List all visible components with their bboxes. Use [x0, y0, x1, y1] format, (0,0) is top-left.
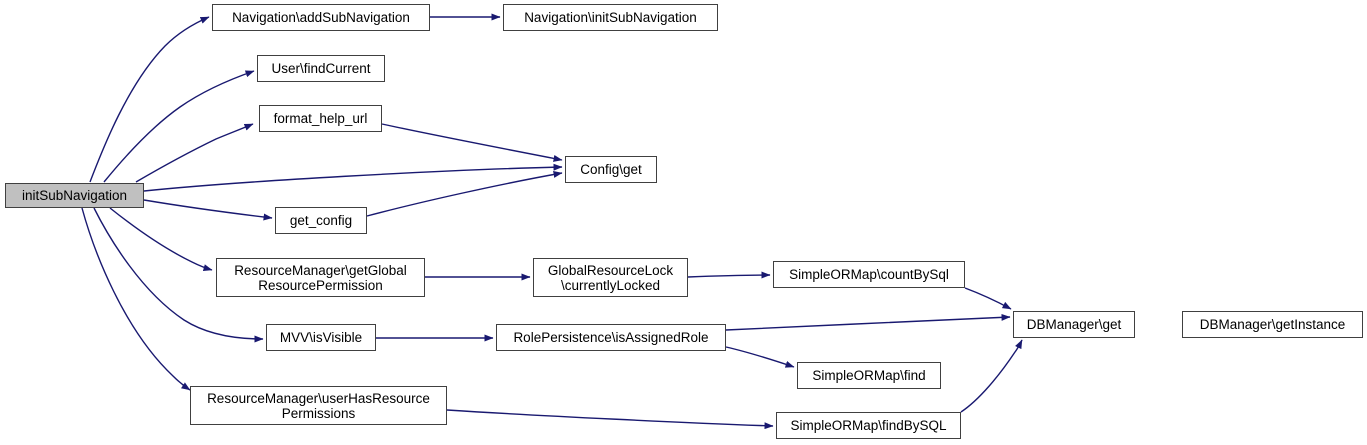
edge-isAssignedRole-to-find	[725, 346, 795, 368]
graph-node-formatHelpUrl[interactable]: format_help_url	[259, 105, 382, 132]
graph-node-addSubNavigation[interactable]: Navigation\addSubNavigation	[212, 4, 430, 31]
graph-node-label: Navigation\initSubNavigation	[524, 10, 697, 25]
graph-node-label: MVV\isVisible	[279, 330, 363, 345]
edge-countBySql-to-dbManagerGet	[964, 287, 1012, 310]
graph-node-currentlyLocked[interactable]: GlobalResourceLock \currentlyLocked	[533, 258, 688, 297]
edge-initSubNavigation-to-configGet	[143, 163, 563, 192]
graph-node-label: ResourceManager\userHasResource Permissi…	[207, 390, 430, 421]
edge-initSubNavigation-to-getGlobalResourcePermission	[109, 207, 213, 272]
graph-node-label: get_config	[289, 213, 353, 228]
edge-isAssignedRole-to-dbManagerGet	[725, 313, 1011, 331]
graph-node-userHasResourcePermissions[interactable]: ResourceManager\userHasResource Permissi…	[190, 386, 447, 425]
edge-initSubNavigation-to-addSubNavigation	[89, 16, 210, 183]
graph-node-label: User\findCurrent	[271, 61, 371, 76]
graph-node-isVisible[interactable]: MVV\isVisible	[266, 324, 376, 351]
edge-initSubNavigation-to-formatHelpUrl	[135, 123, 254, 183]
graph-node-label: Config\get	[580, 162, 642, 177]
graph-node-label: initSubNavigation	[21, 188, 128, 203]
graph-node-label: SimpleORMap\find	[812, 368, 926, 383]
edge-currentlyLocked-to-countBySql	[687, 271, 771, 279]
graph-node-label: DBManager\getInstance	[1199, 317, 1346, 332]
graph-node-label: SimpleORMap\findBySQL	[790, 418, 947, 433]
edge-userHasResourcePermissions-to-findBySQL	[446, 409, 774, 430]
graph-node-isAssignedRole[interactable]: RolePersistence\isAssignedRole	[496, 324, 726, 351]
graph-node-label: GlobalResourceLock \currentlyLocked	[547, 262, 674, 293]
edge-initSubNavigation-to-userHasResourcePermissions	[81, 207, 191, 391]
graph-node-countBySql[interactable]: SimpleORMap\countBySql	[773, 261, 965, 288]
graph-node-label: DBManager\get	[1026, 317, 1122, 332]
graph-node-label: format_help_url	[273, 111, 368, 126]
graph-node-label: ResourceManager\getGlobal ResourcePermis…	[234, 262, 407, 293]
edge-getConfig-to-configGet	[366, 171, 563, 217]
graph-node-initSubNavigation[interactable]: initSubNavigation	[5, 183, 144, 208]
graph-node-label: SimpleORMap\countBySql	[789, 267, 949, 282]
edge-initSubNavigation-to-getConfig	[143, 199, 273, 221]
graph-node-getGlobalResourcePermission[interactable]: ResourceManager\getGlobal ResourcePermis…	[216, 258, 425, 297]
edge-formatHelpUrl-to-configGet	[381, 123, 563, 162]
graph-node-label: RolePersistence\isAssignedRole	[513, 330, 709, 345]
graph-node-find[interactable]: SimpleORMap\find	[797, 362, 941, 389]
graph-node-dbManagerGet[interactable]: DBManager\get	[1013, 311, 1135, 338]
edge-initSubNavigation-to-findCurrent	[103, 70, 255, 183]
graph-node-label: Navigation\addSubNavigation	[232, 10, 410, 25]
graph-node-findCurrent[interactable]: User\findCurrent	[257, 55, 385, 82]
graph-node-navInitSubNavigation[interactable]: Navigation\initSubNavigation	[503, 4, 718, 31]
graph-node-getConfig[interactable]: get_config	[275, 207, 367, 234]
graph-node-configGet[interactable]: Config\get	[565, 156, 657, 183]
graph-node-findBySQL[interactable]: SimpleORMap\findBySQL	[776, 412, 961, 439]
graph-node-dbManagerGetInstance[interactable]: DBManager\getInstance	[1182, 311, 1363, 338]
edge-findBySQL-to-dbManagerGet	[960, 339, 1023, 413]
